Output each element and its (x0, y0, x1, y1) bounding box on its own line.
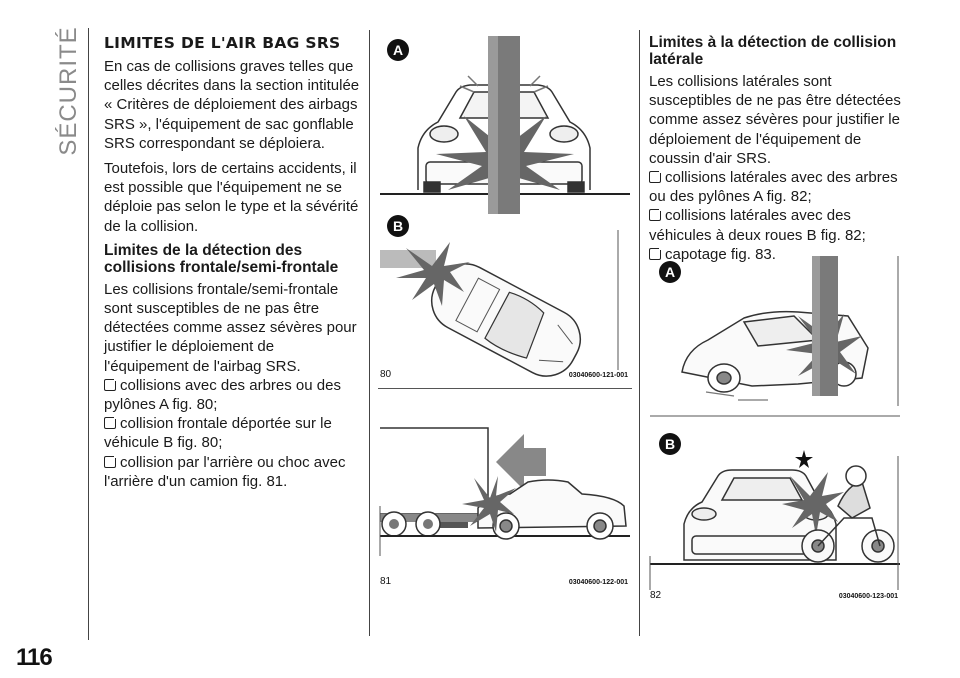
figure-80-illustration: A B (380, 36, 630, 380)
figure-80-number: 80 (380, 369, 392, 380)
list-item-text: capotage fig. 83. (665, 245, 776, 263)
checkbox-icon (104, 376, 118, 391)
figure-81-code: 03040600-122-001 (569, 579, 628, 586)
car-side-icon (477, 479, 627, 540)
truck-trailer-icon (380, 427, 489, 515)
lateral-subtitle: Limites à la détection de collision laté… (649, 34, 897, 68)
side-divider (88, 28, 89, 640)
list-item: capotage fig. 83. (649, 245, 907, 264)
figure-81-number: 81 (380, 576, 392, 586)
list-item: collisions latérales avec des arbres ou … (649, 168, 907, 206)
section-title: LIMITES DE L'AIR BAG SRS (104, 34, 341, 52)
checkbox-icon (649, 245, 663, 260)
figure-82: A B (648, 256, 900, 601)
column-divider-left (369, 30, 370, 636)
section-side-tab: SÉCURITÉ (52, 26, 86, 156)
checkbox-icon (104, 415, 118, 430)
car-front-icon (683, 469, 837, 561)
badge-a-icon: A (659, 261, 681, 283)
lateral-paragraph: Les collisions latérales sont susceptibl… (649, 73, 901, 167)
list-item: collisions avec des arbres ou des pylône… (104, 376, 362, 414)
badge-a-icon: A (387, 39, 409, 61)
figure-80-code: 03040600-121-001 (569, 372, 628, 379)
list-item: collision par l'arrière ou choc avec l'a… (104, 453, 362, 491)
column-divider-right (639, 30, 640, 636)
figure-82-number: 82 (650, 590, 662, 600)
list-item-text: collisions latérales avec des véhicules … (649, 207, 866, 244)
list-item-text: collisions latérales avec des arbres ou … (649, 169, 898, 206)
intro-paragraph: En cas de collisions graves telles que c… (104, 58, 360, 152)
second-paragraph: Toutefois, lors de certains accidents, i… (104, 160, 359, 235)
list-item: collision frontale déportée sur le véhic… (104, 414, 362, 452)
impact-burst-icon (462, 476, 516, 532)
checkbox-icon (649, 169, 663, 184)
figure-82-code: 03040600-123-001 (839, 593, 898, 600)
figure-81: 81 03040600-122-001 (378, 396, 630, 587)
text-column-3: Limites à la détection de collision laté… (649, 30, 907, 264)
figure-82-illustration: A B (649, 256, 900, 601)
figure-80: A B (378, 30, 630, 386)
checkbox-icon (649, 207, 663, 222)
figure-81-illustration: 81 03040600-122-001 (379, 427, 630, 587)
list-item: collisions latérales avec des véhicules … (649, 206, 907, 244)
list-item-text: collision par l'arrière ou choc avec l'a… (104, 453, 346, 490)
frontal-paragraph: Les collisions frontale/semi-frontale so… (104, 280, 357, 375)
svg-text:A: A (393, 42, 403, 58)
svg-text:A: A (665, 264, 675, 280)
star-icon (795, 450, 813, 468)
badge-b-icon: B (387, 215, 409, 237)
shock-lines-icon (459, 75, 549, 93)
arrow-left-icon (496, 434, 546, 490)
frontal-subtitle: Limites de la détection des collisions f… (104, 241, 339, 276)
side-tab-label: SÉCURITÉ (55, 26, 82, 156)
impact-burst-icon (782, 472, 844, 536)
lateral-list: collisions latérales avec des arbres ou … (649, 168, 907, 264)
car-topdown-icon (430, 263, 582, 377)
svg-text:B: B (665, 436, 675, 452)
motorcycle-icon (801, 465, 895, 563)
shock-lines-icon (705, 391, 768, 401)
list-item-text: collision frontale déportée sur le véhic… (104, 415, 332, 452)
page-number: 116 (16, 644, 53, 671)
badge-b-icon: B (659, 433, 681, 455)
checkbox-icon (104, 453, 118, 468)
svg-text:B: B (393, 218, 403, 234)
impact-burst-icon (396, 242, 470, 306)
text-column-1: LIMITES DE L'AIR BAG SRS En cas de colli… (104, 30, 362, 491)
list-item-text: collisions avec des arbres ou des pylône… (104, 376, 341, 414)
figure-separator (378, 388, 632, 389)
frontal-list: collisions avec des arbres ou des pylône… (104, 376, 362, 491)
